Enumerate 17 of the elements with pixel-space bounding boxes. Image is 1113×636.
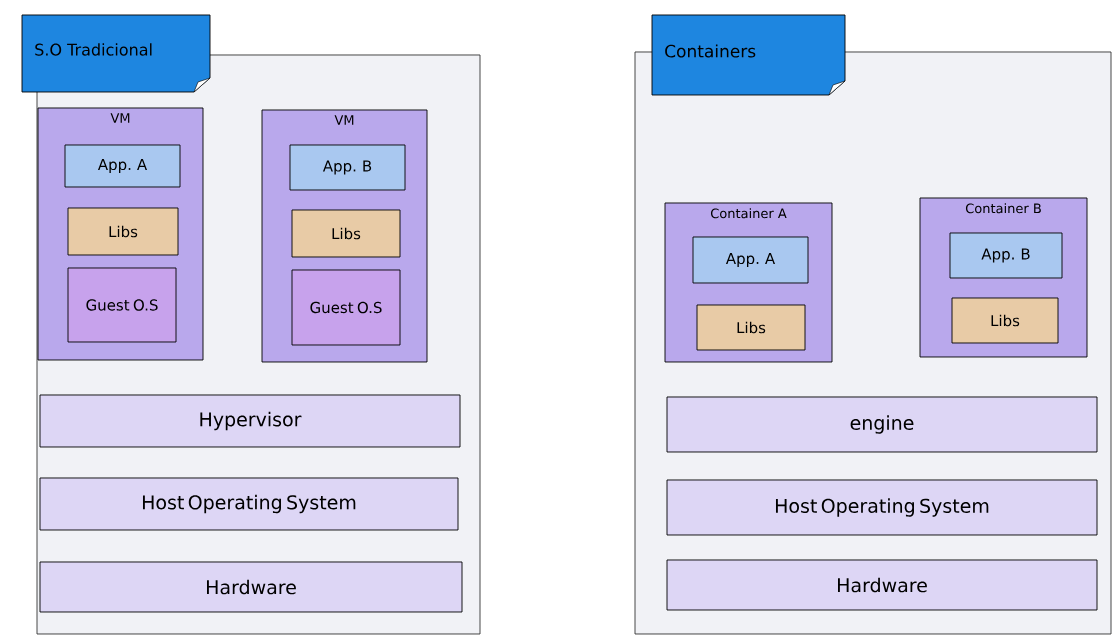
layer-box: App. A <box>692 236 809 284</box>
layer-box: Hypervisor <box>39 394 461 448</box>
layer-box: Libs <box>696 304 806 351</box>
layer-box: Libs <box>291 209 401 258</box>
layer-box: Libs <box>951 297 1059 344</box>
layer-box: Libs <box>67 207 179 256</box>
layer-box: App. B <box>289 144 406 191</box>
layer-box: Guest O.S <box>291 269 401 346</box>
layer-box: Host Operating System <box>39 477 459 531</box>
layer-box: Hardware <box>666 559 1098 611</box>
layer-box: App. B <box>949 232 1063 279</box>
layer-box: Guest O.S <box>67 267 177 343</box>
node-label: S.O Tradicional <box>35 43 152 56</box>
layer-box: App. A <box>64 144 181 188</box>
layer-box: Hardware <box>39 561 463 613</box>
layer-box: Host Operating System <box>666 479 1098 536</box>
layer-box: engine <box>666 396 1098 453</box>
